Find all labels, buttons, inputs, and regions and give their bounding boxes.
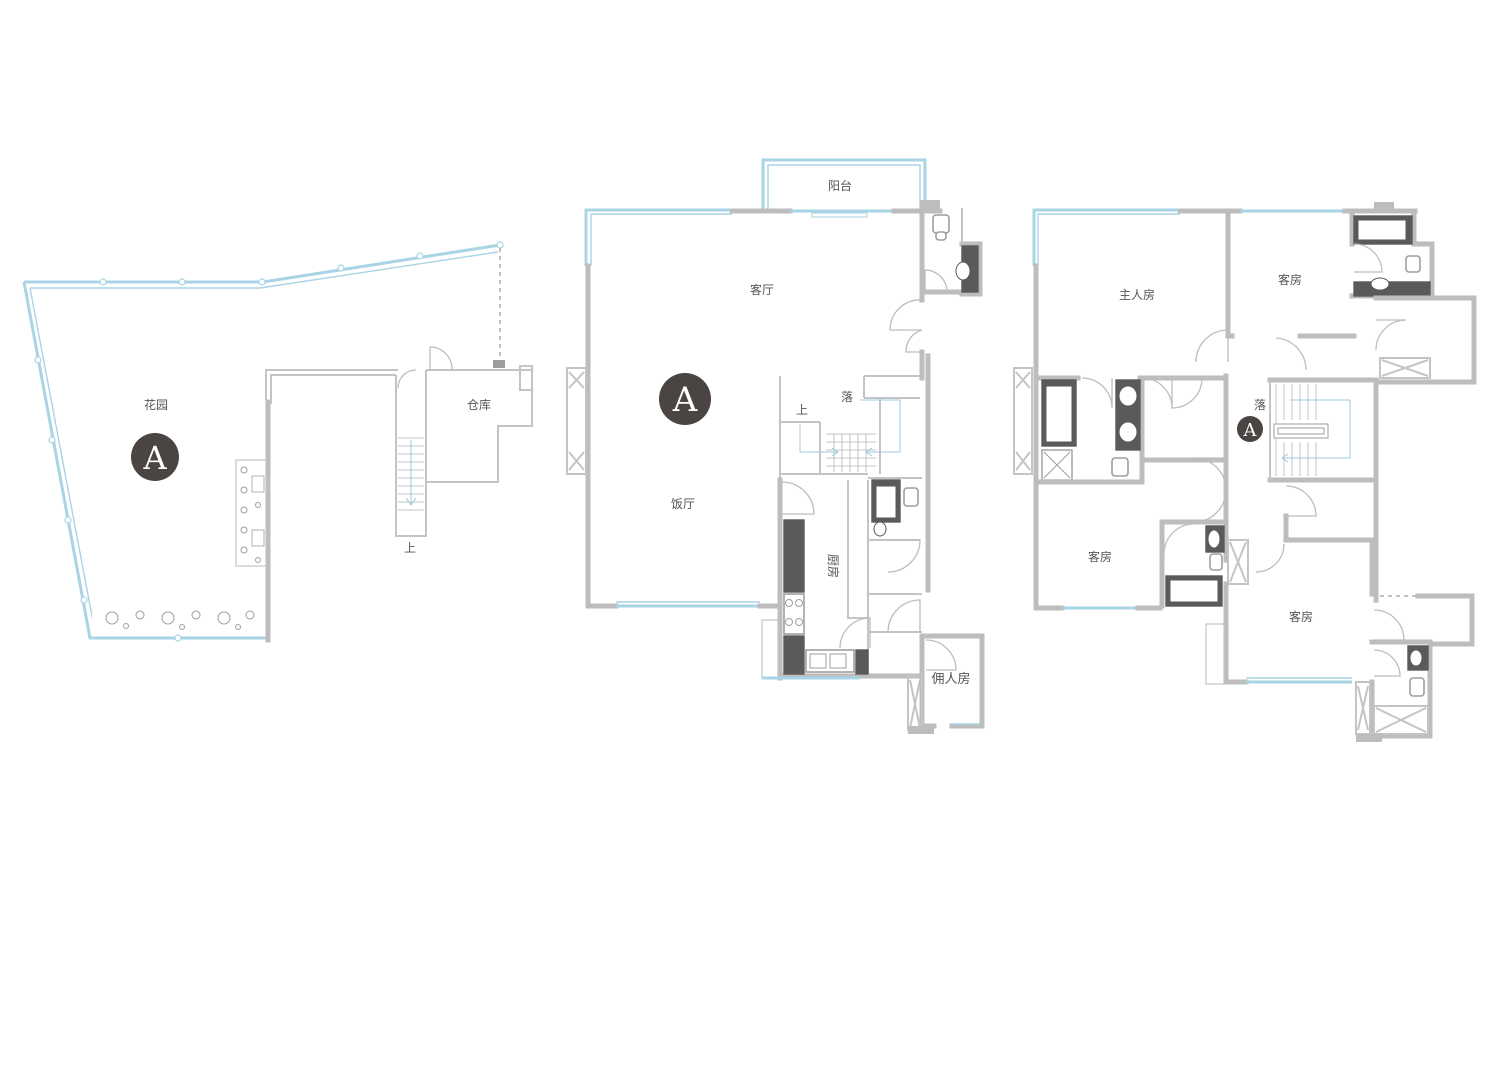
garden-stair	[398, 437, 424, 511]
marker-letter: A	[672, 380, 698, 420]
section-marker-main: A	[659, 373, 711, 425]
balcony-label: 阳台	[828, 178, 852, 193]
storage-door	[429, 346, 453, 371]
kitchen-label: 厨房	[826, 554, 841, 578]
storage-label: 仓库	[467, 397, 491, 412]
vanity-sink-icon	[1118, 385, 1138, 407]
garden-label: 花园	[144, 397, 168, 412]
master-bedroom-label: 主人房	[1119, 287, 1155, 302]
main-stair-up-label: 上	[796, 403, 808, 417]
wc-toilet-icon	[932, 214, 950, 234]
cooktop-icon	[783, 593, 805, 635]
balcony-rail	[761, 158, 927, 210]
section-marker-garden: A	[131, 433, 179, 481]
guest-room-2-label: 客房	[1088, 549, 1112, 564]
upper-stair	[1273, 384, 1351, 476]
planter-bed-side	[235, 459, 267, 567]
garden-top-rail	[24, 243, 501, 284]
guest-room-3-label: 客房	[1289, 609, 1313, 624]
upper-stair-down-label: 落	[1254, 398, 1266, 412]
dining-room-label: 饭厅	[671, 497, 695, 511]
upper-level-plan: 主人房 客房 客房 客房 落 A	[1013, 202, 1477, 742]
guest-room-1-label: 客房	[1278, 272, 1302, 287]
garden-left-rail	[22, 281, 268, 640]
kitchen-counter	[783, 519, 805, 593]
living-room-label: 客厅	[750, 282, 774, 297]
garden-level-plan: 花园 仓库 上 A	[22, 241, 533, 643]
section-marker-upper: A	[1237, 416, 1263, 442]
garden-stair-up-label: 上	[404, 541, 416, 555]
main-stair-down-label: 落	[841, 390, 853, 404]
maid-room-label: 佣人房	[931, 671, 970, 687]
marker-letter: A	[1243, 420, 1258, 441]
marker-letter: A	[142, 439, 167, 477]
wc-sink-icon	[955, 261, 971, 281]
planter-bed-bottom	[92, 605, 264, 633]
main-level-plan: 阳台 客厅 饭厅 厨房 佣人房 落 上 A	[566, 158, 985, 734]
main-stair	[799, 399, 901, 472]
rail-posts	[34, 241, 504, 642]
